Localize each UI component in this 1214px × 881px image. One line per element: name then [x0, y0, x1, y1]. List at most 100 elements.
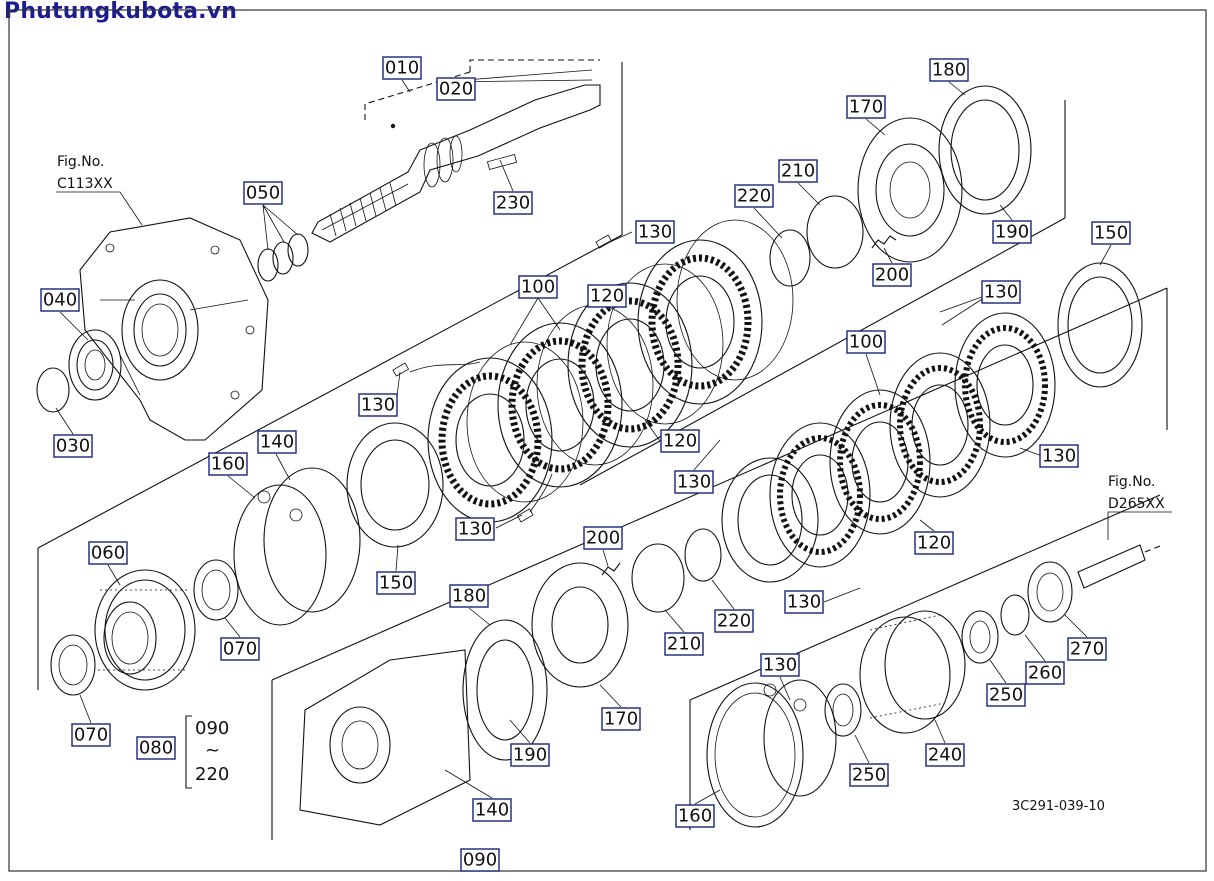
leader-line — [797, 182, 821, 206]
callout-050: 050 — [243, 181, 283, 205]
leader-line — [999, 204, 1013, 221]
callout-box — [784, 590, 824, 614]
leader-line — [711, 579, 735, 610]
site-watermark: Phutungkubota.vn — [4, 0, 238, 24]
leader-line — [865, 118, 886, 136]
leader-line — [444, 769, 493, 799]
callout-240: 240 — [925, 743, 965, 767]
callout-210: 210 — [778, 159, 818, 183]
callout-box — [376, 571, 416, 595]
bearing-250-right — [961, 610, 999, 664]
callout-box — [674, 470, 714, 494]
leader-line — [499, 159, 514, 192]
callout-text: 220 — [737, 186, 771, 207]
lower-clutch-pack — [721, 312, 1056, 583]
leader-line — [694, 789, 721, 805]
callout-text: 140 — [260, 432, 294, 453]
callout-box — [460, 848, 500, 872]
leader-line — [1024, 634, 1046, 662]
fig-ref-right-line2: D265XX — [1108, 496, 1165, 512]
leader-line — [509, 297, 539, 346]
callout-text: 140 — [475, 800, 509, 821]
callout-box — [382, 56, 422, 80]
plate-150-upper — [346, 422, 444, 548]
callout-box — [587, 284, 627, 308]
callout-box — [220, 637, 260, 661]
fig-ref-left-line2: C113XX — [57, 176, 113, 192]
leader-line — [401, 79, 411, 93]
snap-ring-140-lower — [706, 682, 804, 828]
callout-box — [243, 181, 283, 205]
piston-170-upper — [857, 117, 963, 263]
leader-line — [948, 81, 966, 96]
leader-line — [224, 617, 241, 638]
callout-text: 130 — [638, 222, 672, 243]
bearing-270 — [1027, 561, 1073, 623]
callout-text: 240 — [928, 745, 962, 766]
drawing-code: 3C291-039-10 — [1012, 799, 1105, 814]
callout-text: 130 — [458, 519, 492, 540]
callout-box — [846, 95, 886, 119]
callout-230: 230 — [493, 191, 533, 215]
leader-line — [537, 297, 561, 331]
callout-text: 130 — [984, 282, 1018, 303]
callout-200: 200 — [872, 263, 912, 287]
callout-text: 160 — [211, 454, 245, 475]
leader-line — [599, 684, 622, 708]
callout-box — [88, 541, 128, 565]
callout-box — [257, 430, 297, 454]
bearing-040 — [68, 329, 122, 401]
callout-text: 080 — [139, 738, 173, 759]
callout-190: 190 — [992, 220, 1032, 244]
callout-text: 200 — [875, 265, 909, 286]
callout-130: 130 — [455, 517, 495, 541]
callout-text: 120 — [917, 533, 951, 554]
callout-box — [660, 429, 700, 453]
spring-200-upper — [871, 235, 897, 249]
leader-line — [664, 609, 685, 633]
callout-text: 220 — [717, 611, 751, 632]
callout-box — [929, 58, 969, 82]
callout-box — [981, 280, 1021, 304]
range-note-from: 090 — [195, 718, 229, 739]
callout-040: 040 — [40, 288, 80, 312]
callout-text: 010 — [385, 58, 419, 79]
leader-line — [395, 544, 399, 572]
callout-box — [71, 723, 111, 747]
callout-170: 170 — [601, 707, 641, 731]
callout-210: 210 — [664, 632, 704, 656]
leader-line — [79, 694, 92, 724]
callout-box — [675, 804, 715, 828]
orings-050 — [257, 233, 309, 282]
leader-line — [468, 607, 491, 626]
callout-220: 220 — [734, 184, 774, 208]
callout-box — [601, 707, 641, 731]
callout-010: 010 — [382, 56, 422, 80]
leader-line — [275, 453, 291, 481]
leader-line — [262, 204, 299, 236]
output-shaft-stub — [1077, 544, 1161, 589]
snap-ring-030 — [36, 367, 70, 413]
bearing-070-lower — [50, 634, 96, 696]
callout-box — [1039, 444, 1079, 468]
callout-text: 130 — [787, 592, 821, 613]
callout-100: 100 — [518, 275, 558, 299]
bearing-070-upper — [193, 559, 239, 621]
fig-ref-right-line1: Fig.No. — [1108, 474, 1156, 490]
leader-line — [59, 311, 89, 341]
callout-250: 250 — [849, 763, 889, 787]
callout-box — [136, 736, 176, 760]
leader-line — [693, 439, 721, 471]
callout-text: 070 — [223, 639, 257, 660]
callout-text: 120 — [590, 286, 624, 307]
callout-box — [635, 220, 675, 244]
callout-text: 190 — [995, 222, 1029, 243]
callout-190: 190 — [510, 743, 550, 767]
callout-160: 160 — [675, 804, 715, 828]
leader-lines — [55, 69, 1112, 805]
callout-150: 150 — [1091, 221, 1131, 245]
callout-text: 170 — [849, 97, 883, 118]
callout-text: 050 — [246, 183, 280, 204]
callout-130: 130 — [981, 280, 1021, 304]
leader-line — [919, 519, 935, 532]
